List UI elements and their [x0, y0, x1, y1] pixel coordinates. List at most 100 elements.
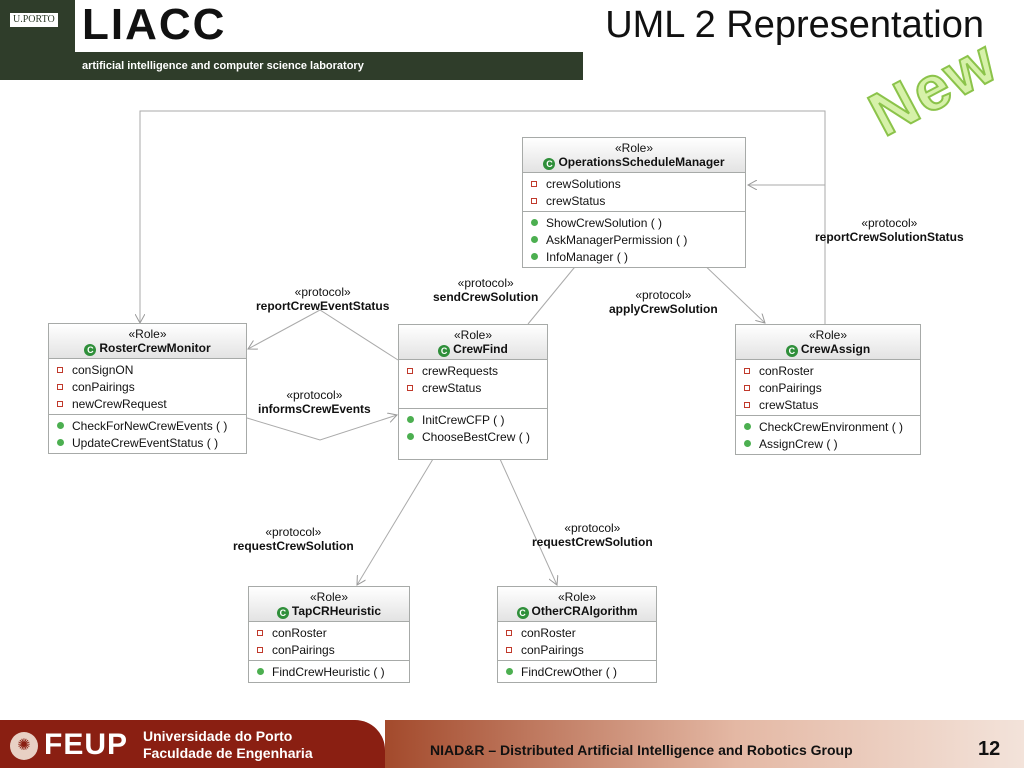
edge-label-request-solution-left: «protocol» requestCrewSolution	[233, 525, 354, 553]
class-attributes: crewSolutions crewStatus	[523, 173, 745, 212]
attribute-name: crewRequests	[422, 363, 499, 378]
edge-name: requestCrewSolution	[532, 535, 653, 549]
private-attribute-icon	[407, 367, 413, 374]
private-attribute-icon	[531, 197, 537, 204]
operation-row: CheckCrewEnvironment ( )	[736, 418, 920, 435]
operation-row: AskManagerPermission ( )	[523, 231, 745, 248]
attribute-name: crewStatus	[759, 397, 819, 412]
attribute-row: crewSolutions	[523, 175, 745, 192]
attribute-row: conPairings	[736, 379, 920, 396]
attribute-row: crewStatus	[736, 396, 920, 413]
public-operation-icon	[744, 423, 751, 430]
attribute-row: newCrewRequest	[49, 395, 246, 412]
edge-manager-to-crewassign	[696, 257, 765, 323]
private-attribute-icon	[257, 629, 263, 636]
class-icon: C	[543, 158, 556, 170]
class-attributes: crewRequests crewStatus	[399, 360, 547, 409]
lab-tagline: artificial intelligence and computer sci…	[82, 60, 364, 72]
attribute-name: conRoster	[759, 363, 814, 378]
operation-name: FindCrewOther ( )	[521, 664, 618, 679]
operation-row: FindCrewOther ( )	[498, 663, 656, 680]
footer-left-band	[0, 720, 385, 768]
private-attribute-icon	[57, 366, 63, 373]
attribute-name: crewSolutions	[546, 176, 621, 191]
edge-name: sendCrewSolution	[433, 290, 539, 304]
class-operations: ShowCrewSolution ( ) AskManagerPermissio…	[523, 212, 745, 267]
class-stereotype: «Role»	[453, 328, 493, 342]
private-attribute-icon	[57, 383, 63, 390]
edge-name: reportCrewSolutionStatus	[815, 230, 964, 244]
attribute-name: crewStatus	[422, 380, 482, 395]
class-icon: C	[276, 607, 289, 619]
edge-stereotype: «protocol»	[265, 525, 322, 539]
liacc-logo: LIACC	[82, 0, 227, 49]
class-icon: C	[785, 345, 798, 357]
class-operations: CheckCrewEnvironment ( ) AssignCrew ( )	[736, 416, 920, 454]
class-attributes: conRoster conPairings	[249, 622, 409, 661]
public-operation-icon	[531, 219, 538, 226]
edge-stereotype: «protocol»	[564, 521, 621, 535]
edge-stereotype: «protocol»	[635, 288, 692, 302]
public-operation-icon	[57, 422, 64, 429]
edge-crewfind-to-manager	[527, 257, 583, 325]
operation-row: InitCrewCFP ( )	[399, 411, 547, 428]
private-attribute-icon	[744, 401, 750, 408]
class-icon: C	[516, 607, 529, 619]
attribute-name: conRoster	[272, 625, 327, 640]
attribute-name: conPairings	[272, 642, 335, 657]
attribute-row: crewStatus	[399, 379, 547, 396]
public-operation-icon	[531, 253, 538, 260]
public-operation-icon	[506, 668, 513, 675]
attribute-row: conRoster	[736, 362, 920, 379]
page-number: 12	[978, 738, 1001, 760]
edge-stereotype: «protocol»	[286, 388, 343, 402]
feup-logo: FEUP	[44, 728, 129, 761]
edge-name: applyCrewSolution	[609, 302, 718, 316]
edge-crewassign-to-manager	[748, 185, 826, 324]
edge-label-send-solution: «protocol» sendCrewSolution	[433, 276, 538, 304]
class-icon: C	[438, 345, 451, 357]
operation-row: AssignCrew ( )	[736, 435, 920, 452]
private-attribute-icon	[744, 384, 750, 391]
attribute-name: conPairings	[759, 380, 822, 395]
attribute-name: conPairings	[72, 379, 135, 394]
edge-label-informs-events: «protocol» informsCrewEvents	[258, 388, 371, 416]
edge-roster-to-crewfind	[246, 415, 397, 441]
class-attributes: conRoster conPairings	[498, 622, 656, 661]
private-attribute-icon	[506, 646, 512, 653]
public-operation-icon	[531, 236, 538, 243]
header-logo-area	[75, 0, 583, 52]
public-operation-icon	[407, 416, 414, 423]
attribute-name: newCrewRequest	[72, 396, 167, 411]
attribute-row: crewRequests	[399, 362, 547, 379]
operation-row: CheckForNewCrewEvents ( )	[49, 417, 246, 434]
attribute-name: conPairings	[521, 642, 584, 657]
operation-name: UpdateCrewEventStatus ( )	[72, 435, 219, 450]
edge-stereotype: «protocol»	[294, 285, 351, 299]
operation-row: InfoManager ( )	[523, 248, 745, 265]
operation-row: FindCrewHeuristic ( )	[249, 663, 409, 680]
private-attribute-icon	[506, 629, 512, 636]
attribute-row: conRoster	[498, 624, 656, 641]
class-stereotype: «Role»	[309, 590, 349, 604]
class-name-text: OtherCRAlgorithm	[531, 604, 638, 618]
class-name-text: CrewAssign	[800, 342, 871, 356]
edge-top-loop-to-roster	[140, 110, 826, 323]
public-operation-icon	[744, 440, 751, 447]
